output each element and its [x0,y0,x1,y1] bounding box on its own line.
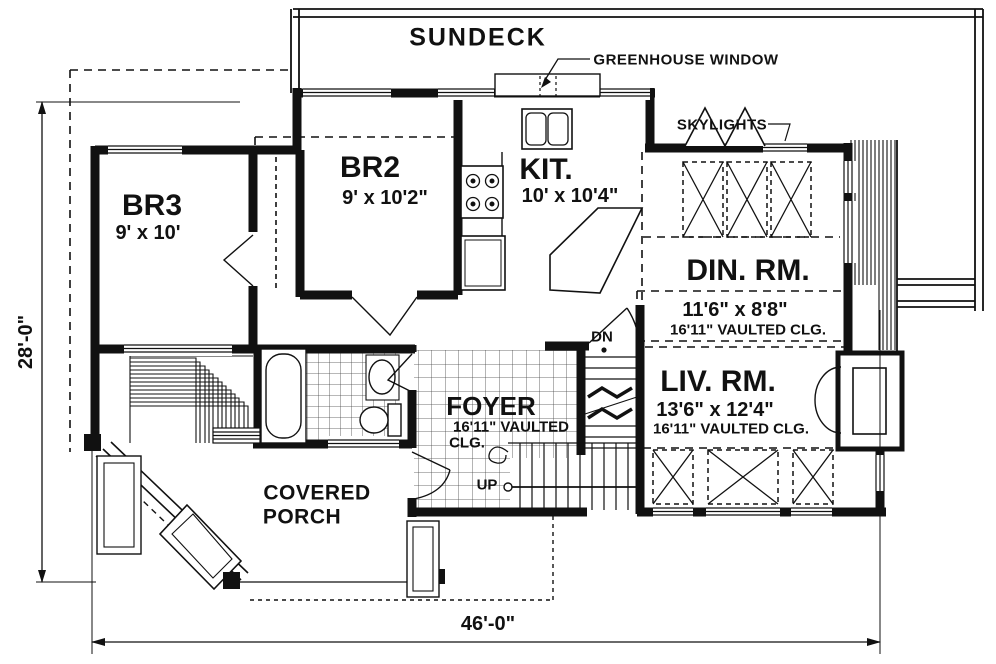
foyer-tile [414,350,577,458]
br2-door [351,296,418,337]
sundeck-outline [290,8,984,355]
window-br3-top [108,142,182,157]
skylights-living [652,449,834,505]
foyer-ceiling-2: CLG. [449,434,485,452]
french-doors-sundeck [684,106,766,147]
dim-arrow [38,570,46,583]
kitchen-sink [521,108,573,150]
greenhouse-window [494,58,601,97]
window-living-bottom-2 [706,504,780,519]
sundeck-label: SUNDECK [409,23,547,52]
window-dining-right-1 [840,161,856,193]
br3-name: BR3 [121,189,183,222]
window-kitchen-top-left [438,85,494,100]
skylights-dining [682,123,812,238]
porch-elements [84,434,554,601]
window-dining-right-2 [840,201,856,263]
living-dims: 13'6" x 12'4" [656,399,774,421]
refrigerator [460,235,506,291]
dim-arrow [867,638,881,646]
skylights-leader [768,123,791,142]
stairs [488,356,640,510]
window-kitchen-top-right [600,85,650,100]
porch-bench-left [96,455,142,555]
br2-name: BR2 [339,151,401,184]
br3-closet-door [222,234,254,287]
overall-width-dim: 46'-0" [460,613,516,635]
dim-arrow [38,101,46,114]
front-door [411,451,451,500]
window-dining-top [763,140,807,155]
porch-planter-inner [171,513,233,579]
dining-ceiling: 16'11" VAULTED CLG. [670,321,826,339]
window-living-bottom-1 [653,504,693,519]
window-living-bottom-3 [791,504,832,519]
windows [108,85,888,519]
bath-door [386,353,413,393]
porch-name-1: COVERED [263,481,371,505]
deck-steps-hatch-right [850,140,896,350]
kitchen-dims: 10' x 10'4" [521,185,619,207]
porch-window-right [406,520,440,598]
foyer-name: FOYER [446,391,536,421]
fireplace [814,350,905,452]
toilet [359,403,402,437]
porch-post [223,572,240,589]
stove [460,165,504,219]
br2-dims: 9' x 10'2" [342,187,428,209]
greenhouse-callout: GREENHOUSE WINDOW [593,51,779,69]
stairs-down [584,356,638,449]
bathroom-fixtures [260,348,402,444]
foyer-tile-lower [414,458,510,510]
skylights-callout: SKYLIGHTS [676,116,768,134]
stair-rail-volute [488,446,509,464]
window-br2-top [303,85,391,100]
door-pivot-dot [601,347,607,353]
greenhouse-leader-arrow [541,77,551,88]
dim-arrow [91,638,105,646]
eating-bar [549,207,644,294]
dining-dims: 11'6" x 8'8" [682,299,788,321]
kitchen-name: KIT. [519,153,573,186]
br3-dims: 9' x 10' [115,222,181,244]
dining-name: DIN. RM. [686,254,810,287]
window-br3-bottom [124,341,232,356]
porch-name-2: PORCH [262,505,342,529]
sink-basin [365,354,400,401]
window-bath-bottom [328,436,399,451]
foyer-ceiling-1: 16'11" VAULTED [453,418,569,436]
door-swings [222,234,640,500]
stairs-up [488,442,640,510]
stairs-up-label: UP [476,476,498,494]
bathtub [260,348,307,444]
window-steps-bottom [212,427,261,444]
kitchen-fixtures [460,108,644,294]
porch-post [84,434,101,451]
dimension-lines [36,101,881,654]
living-ceiling: 16'11" VAULTED CLG. [653,420,809,438]
overall-depth-dim: 28'-0" [15,314,37,370]
basement-door [588,307,640,344]
living-name: LIV. RM. [660,365,776,398]
stairs-down-label: DN [591,328,613,346]
overhead-dashed-lines [69,69,846,452]
porch-front-edge [250,516,554,601]
